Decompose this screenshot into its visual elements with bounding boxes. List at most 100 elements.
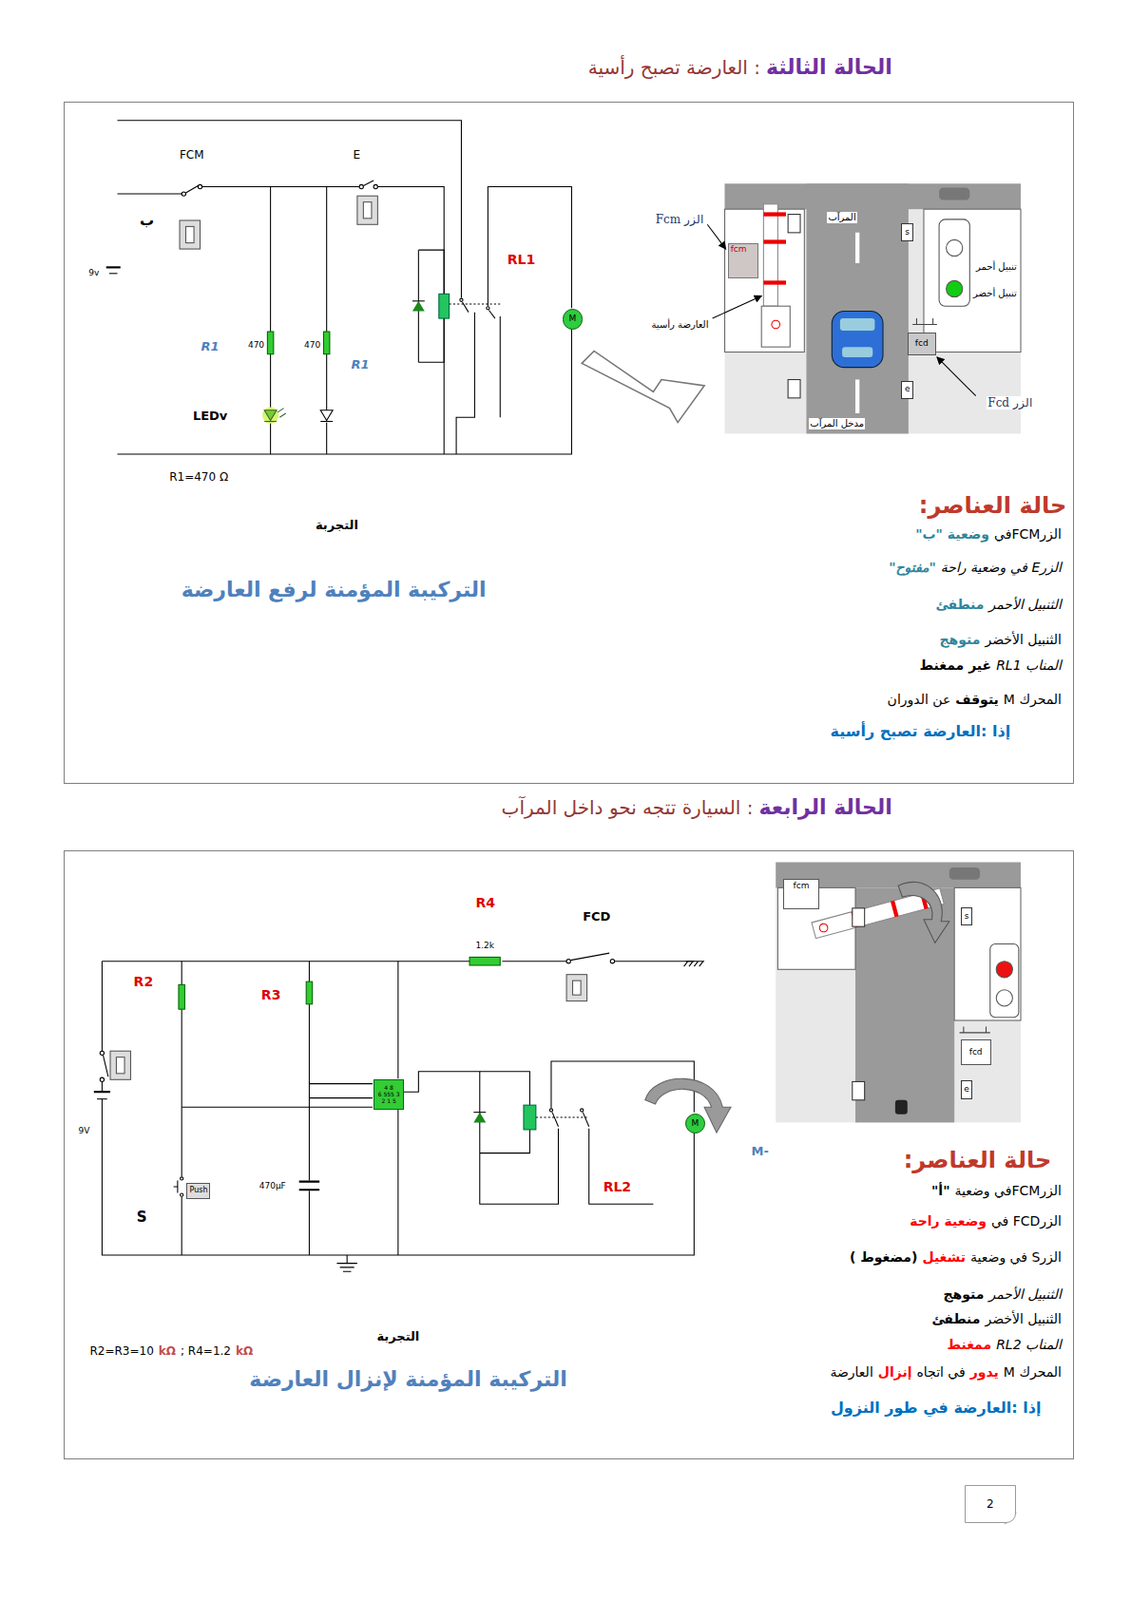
status-text: يدور: [970, 1363, 999, 1381]
node-text: Push: [189, 1187, 208, 1195]
status-text: (مضغوط ): [849, 1248, 918, 1266]
node-text: M: [690, 1119, 699, 1129]
status-text: الزرFCMفي وضعية: [954, 1182, 1062, 1200]
circuit-label: kΩ: [158, 1344, 176, 1361]
limit-switch-box: fcd: [907, 332, 937, 356]
circuit-label: S: [135, 1208, 149, 1227]
status-line: إذا :العارضة في طور النزول: [830, 1399, 1042, 1419]
status-text: "أ": [931, 1182, 950, 1200]
ic-555: 4 86 555 32 1 5: [373, 1079, 404, 1111]
status-text: منطفئ: [932, 1310, 981, 1328]
case-title: : السيارة تتجه نحو داخل المرآب: [501, 796, 754, 820]
motor-symbol: M: [685, 1113, 706, 1134]
status-text: غير ممغنط: [920, 656, 993, 674]
motor-symbol: M: [562, 308, 583, 329]
status-text: الثنبيل الأخضر: [984, 1310, 1062, 1328]
page-number-box: 2: [964, 1485, 1016, 1525]
status-line: إذا :العارضة تصبح رأسية: [830, 722, 1012, 743]
node-text: fcd: [915, 339, 929, 348]
limit-switch-box: fcd: [960, 1039, 992, 1066]
circuit-label: R2: [133, 974, 155, 991]
road-sensor-box: e: [960, 1080, 974, 1099]
figure-title: التركيبة المؤمنة لرفع العارضة: [181, 577, 487, 603]
status-text: الزرFCMفي: [994, 525, 1062, 543]
caption: التجربة: [376, 1329, 420, 1345]
node-text: s: [904, 228, 910, 237]
status-line: الزرFCMفي وضعية"أ": [931, 1182, 1062, 1200]
illustration-label: العارضة رأسية: [651, 319, 710, 331]
status-text: الثنبيل الأحمر: [989, 1285, 1062, 1304]
road-sensor-box: e: [900, 381, 914, 400]
status-heading: حالة العناصر:: [903, 1147, 1053, 1175]
circuit-label: RL1: [506, 251, 537, 269]
status-line: الزرS في وضعيةتشغيل(مضغوط ): [849, 1248, 1062, 1266]
status-line: R2=R3=10kΩ; R4=1.2kΩ: [90, 1344, 254, 1361]
circuit-label: FCM: [178, 148, 206, 162]
circuit-label: R3: [260, 987, 283, 1004]
illustration-label: تنبيل أحمر: [975, 261, 1018, 273]
status-line: الثنبيل الأحمرمنطفئ: [936, 595, 1062, 614]
limit-switch-box: fcm: [728, 243, 759, 280]
limit-switch-box: fcm: [783, 879, 821, 910]
circuit-label: FCD: [581, 909, 612, 925]
case-heading: الحالة الرابعة: السيارة تتجه نحو داخل ال…: [501, 795, 893, 820]
status-heading: حالة العناصر:: [919, 492, 1068, 520]
status-line: المحرك Mيتوقفعن الدوران: [887, 690, 1062, 709]
node-text: fcm: [730, 245, 748, 254]
circuit-label: kΩ: [235, 1344, 253, 1361]
status-text: المحرك M: [1003, 690, 1062, 709]
status-text: وضعية "ب": [915, 525, 990, 543]
status-text: عن الدوران: [887, 690, 952, 709]
status-text: إذا :العارضة تصبح رأسية: [830, 722, 1012, 743]
case-number: الحالة الرابعة: [759, 795, 893, 820]
node-text: e: [963, 1085, 970, 1094]
circuit-label: R1=470 Ω: [168, 470, 230, 484]
circuit-label: RL2: [602, 1179, 633, 1196]
status-text: العارضة: [829, 1363, 873, 1381]
status-line: الثنبيل الأخضرمتوهج: [939, 631, 1061, 649]
status-text: يتوقف: [955, 690, 999, 709]
road-sensor-box: s: [960, 907, 974, 926]
circuit-label: 1.2k: [474, 940, 496, 952]
status-line: المناب RL1غير ممغنط: [920, 656, 1062, 674]
node-text: 4 8: [383, 1085, 394, 1093]
status-text: المناب RL2: [996, 1336, 1062, 1354]
illustration-label: المرآب: [826, 211, 857, 224]
road-sensor-box: s: [900, 223, 914, 242]
circuit-label: 9V: [77, 1126, 92, 1137]
node-text: M: [569, 314, 577, 324]
node-text: 2: [986, 1498, 995, 1512]
status-line: الثنبيل الأحمرمتوهج: [943, 1285, 1062, 1304]
status-text: المناب RL1: [996, 656, 1062, 674]
illustration-label: الزر Fcm: [654, 212, 705, 227]
status-text: الزرFCD في: [991, 1212, 1062, 1230]
illustration-label: مدخل المرآب: [808, 418, 865, 430]
circuit-label: R1: [200, 339, 221, 355]
node-text: fcm: [793, 881, 810, 891]
status-text: ممغنط: [946, 1336, 992, 1354]
figure-title: التركيبة المؤمنة لإنزال العارضة: [249, 1367, 568, 1393]
status-text: المحرك M: [1003, 1363, 1062, 1381]
status-text: منطفئ: [936, 595, 985, 614]
status-line: الزرE في وضعية راحة"مفتوح": [888, 558, 1062, 576]
node-text: s: [964, 912, 970, 921]
node-text: e: [904, 384, 911, 394]
status-text: الزرE في وضعية راحة: [940, 558, 1062, 576]
circuit-label: 470: [303, 340, 322, 351]
case-number: الحالة الثالثة: [766, 55, 893, 79]
status-text: إذا :العارضة في طور النزول: [830, 1399, 1042, 1419]
status-text: تشغيل: [921, 1248, 966, 1266]
circuit-label: R1: [349, 357, 370, 373]
status-line: الزرFCMفيوضعية "ب": [915, 525, 1062, 543]
circuit-label: 9v: [87, 268, 100, 279]
status-line: المناب RL2ممغنط: [946, 1336, 1061, 1354]
illustration-label: تنبيل أخضر: [972, 287, 1018, 300]
status-line: الزرFCD فيوضعية راحة: [909, 1212, 1062, 1230]
circuit-label: R4: [474, 895, 497, 912]
status-text: في اتجاه: [917, 1363, 966, 1381]
status-text: وضعية راحة: [909, 1212, 987, 1230]
case-title: : العارضة تصبح رأسية: [588, 56, 761, 79]
push-button: Push: [186, 1183, 211, 1200]
status-line: المحرك Mيدورفي اتجاهإنزالالعارضة: [829, 1363, 1062, 1381]
